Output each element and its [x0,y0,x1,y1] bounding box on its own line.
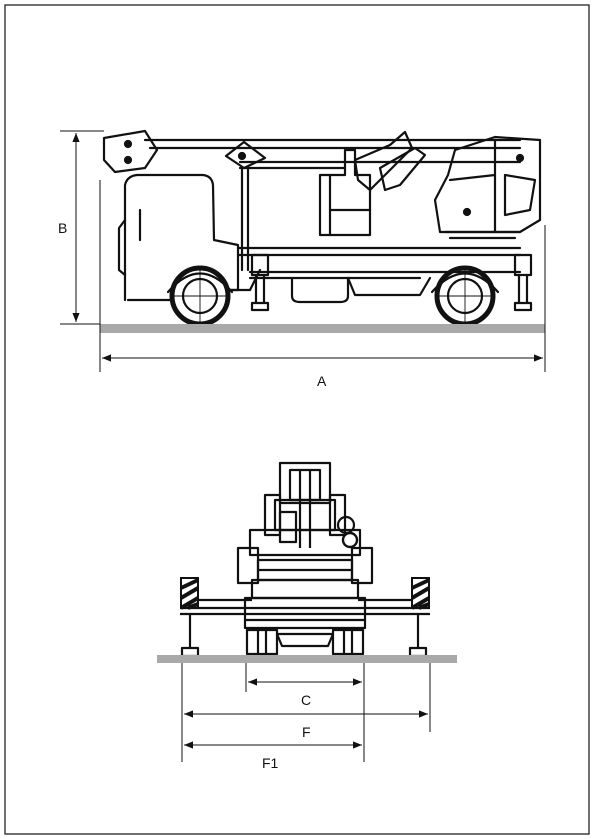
side-view-icon [102,129,542,327]
dimension-label-f1: F1 [262,755,279,771]
dimension-b [60,130,104,325]
warning-panel-right [410,577,431,610]
dimension-label-f: F [302,724,311,740]
dimension-label-b: B [58,220,68,236]
dimension-label-a: A [317,373,327,389]
page-frame [4,4,590,835]
dimension-c-f-f1 [181,663,431,762]
dimension-label-c: C [301,692,312,708]
dimension-a [99,180,546,372]
wheel-center-marks [170,268,495,330]
rear-view-ground [157,655,457,663]
rear-view-icon [180,461,430,658]
warning-panel-left [179,577,200,610]
side-view-ground [100,324,545,333]
